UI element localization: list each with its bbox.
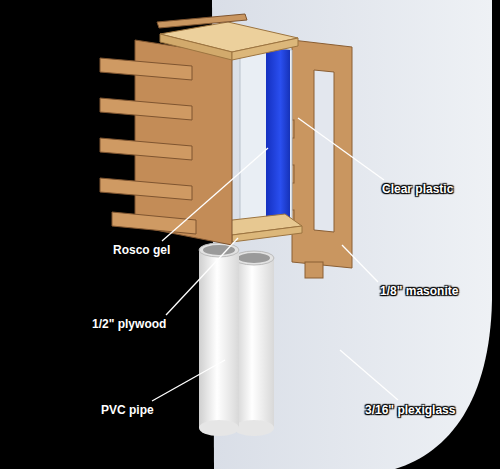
pipe-top xyxy=(199,243,239,257)
pipe-body xyxy=(199,250,239,428)
leader-line xyxy=(298,118,384,180)
part-label: Rosco gel xyxy=(113,243,170,257)
top-plywood xyxy=(157,14,298,60)
leader-line xyxy=(340,350,398,400)
part-label: 1/2" plywood xyxy=(92,317,166,331)
plexiglass-panel xyxy=(212,0,492,469)
left-masonite xyxy=(100,40,232,245)
right-masonite xyxy=(284,40,352,278)
leader-line xyxy=(166,238,238,315)
part-label: 3/16" plexiglass xyxy=(365,403,455,417)
pvc-pipes xyxy=(199,243,274,436)
leader-line xyxy=(342,245,378,282)
pipe-end xyxy=(234,420,274,436)
leader-line xyxy=(152,360,225,401)
pipe-top xyxy=(234,251,274,265)
pipe-bore xyxy=(238,253,270,263)
pipe-body xyxy=(234,258,274,428)
part-label: Clear plastic xyxy=(382,182,453,196)
leader-lines xyxy=(152,118,398,401)
part-label: PVC pipe xyxy=(101,403,154,417)
leader-line xyxy=(162,148,268,241)
rosco-gel xyxy=(266,48,290,234)
part-label: 1/8" masonite xyxy=(380,284,458,298)
pipe-end xyxy=(199,420,239,436)
